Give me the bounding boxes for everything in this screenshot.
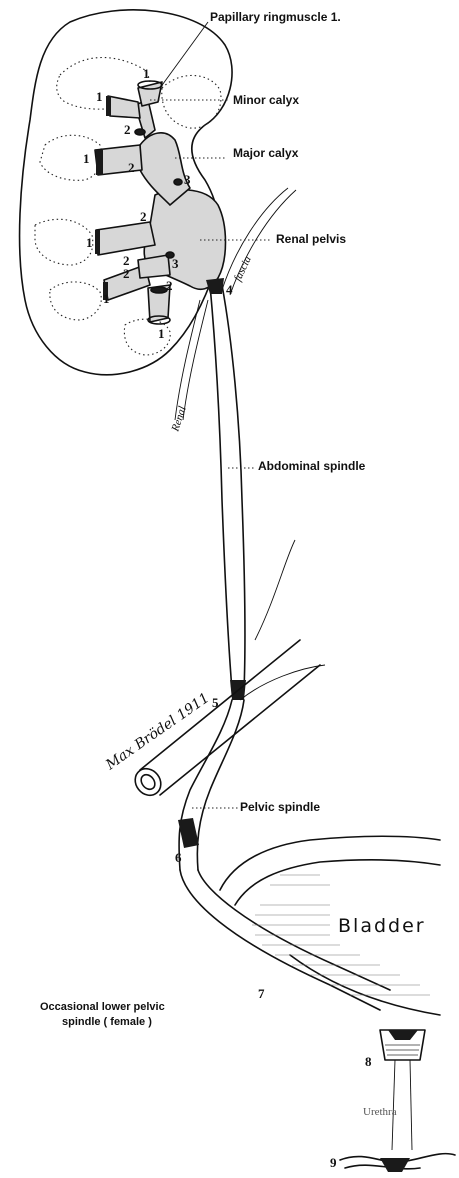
label-fascia-left: Renal: [169, 405, 189, 434]
label-renal-pelvis: Renal pelvis: [276, 232, 346, 246]
bladder: [220, 836, 455, 1172]
marker-1: 1: [86, 235, 93, 250]
artist-signature: Max Brödel 1911: [102, 690, 212, 774]
collecting-system: [95, 81, 226, 324]
ureter: [178, 278, 390, 1010]
label-abdominal-spindle: Abdominal spindle: [258, 459, 366, 473]
marker-2: 2: [123, 266, 130, 281]
leader-papillary: [160, 22, 208, 88]
marker-9: 9: [330, 1155, 337, 1170]
label-papillary-ringmuscle: Papillary ringmuscle 1.: [210, 10, 341, 24]
label-occasional-line2: spindle ( female ): [62, 1016, 152, 1028]
marker-7: 7: [258, 986, 265, 1001]
label-minor-calyx: Minor calyx: [233, 93, 299, 107]
marker-1: 1: [143, 66, 150, 81]
marker-1: 1: [158, 326, 165, 341]
pelvic-brim-upper: [255, 540, 295, 640]
marker-3: 3: [184, 172, 191, 187]
marker-4: 4: [226, 282, 233, 297]
label-occasional-line1: Occasional lower pelvic: [40, 1001, 165, 1013]
marker-2: 2: [124, 122, 131, 137]
label-pelvic-spindle: Pelvic spindle: [240, 800, 320, 814]
marker-1: 1: [96, 89, 103, 104]
marker-6: 6: [175, 850, 182, 865]
label-bladder: Bladder: [338, 915, 426, 937]
marker-3: 3: [172, 256, 179, 271]
minor-calyx-top: [138, 82, 162, 106]
marker-1: 1: [103, 291, 110, 306]
marker-2: 2: [166, 278, 173, 293]
marker-1: 1: [83, 151, 90, 166]
marker-5: 5: [212, 695, 219, 710]
major-calyx-shape: [140, 133, 190, 205]
marker-2: 2: [140, 209, 147, 224]
marker-2: 2: [128, 160, 135, 175]
label-major-calyx: Major calyx: [233, 146, 299, 160]
marker-8: 8: [365, 1054, 372, 1069]
label-urethra: Urethra: [363, 1106, 397, 1118]
